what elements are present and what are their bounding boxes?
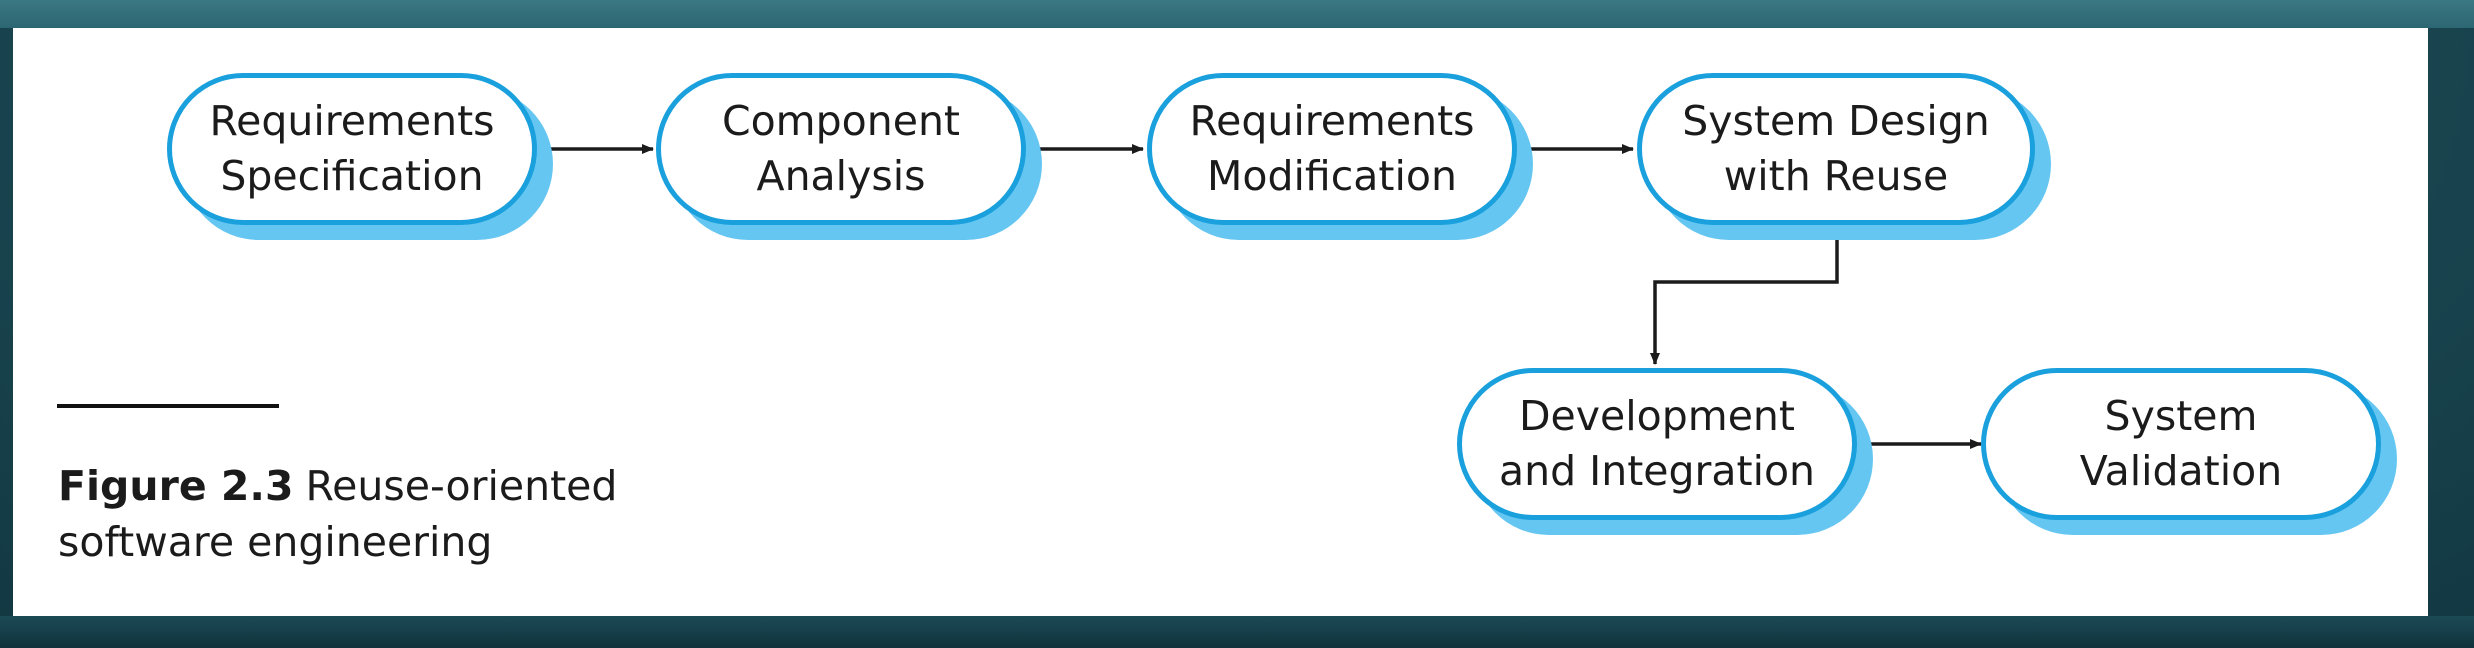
node-system-validation: System Validation xyxy=(1981,368,2381,520)
caption-rule xyxy=(57,404,279,408)
node-label: System Design with Reuse xyxy=(1682,97,1990,200)
node-requirements-modification: Requirements Modification xyxy=(1147,73,1517,225)
figure-panel: Requirements Specification Component Ana… xyxy=(13,28,2428,616)
node-label: Development and Integration xyxy=(1498,392,1816,495)
caption-text: Reuse-oriented software engineering xyxy=(58,462,618,566)
node-label: Requirements Specification xyxy=(209,97,495,200)
node-development-and-integration: Development and Integration xyxy=(1457,368,1857,520)
node-label: Component Analysis xyxy=(721,97,961,200)
node-label: Requirements Modification xyxy=(1189,97,1475,200)
connector-layer xyxy=(531,144,1982,449)
arrow-design-to-development xyxy=(1650,224,1839,365)
slide-bottom-band xyxy=(0,616,2474,648)
node-requirements-specification: Requirements Specification xyxy=(167,73,537,225)
node-label: System Validation xyxy=(2079,392,2283,495)
figure-number: Figure 2.3 xyxy=(58,462,294,510)
node-component-analysis: Component Analysis xyxy=(656,73,1026,225)
slide-top-band xyxy=(0,0,2474,28)
node-system-design-with-reuse: System Design with Reuse xyxy=(1637,73,2035,225)
